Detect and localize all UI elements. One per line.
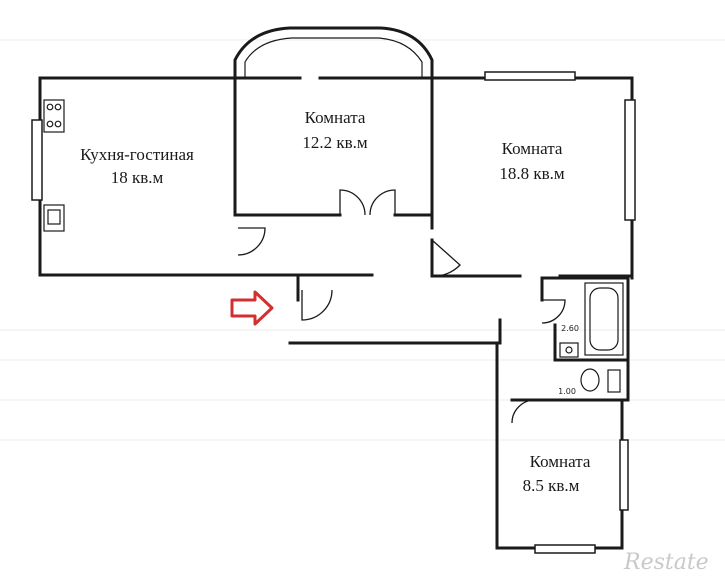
room-area: 18 кв.м: [111, 168, 164, 187]
room-8-5: Комната 8.5 кв.м: [523, 452, 591, 495]
doors: [237, 189, 566, 424]
windows: [31, 71, 636, 554]
toilet-dimension: 1.00: [558, 387, 576, 396]
room-name: Комната: [530, 452, 591, 471]
bay-window: [233, 26, 434, 78]
toilet-icon: [580, 368, 621, 393]
room-name: Комната: [305, 108, 366, 127]
washbasin-icon: [559, 342, 579, 358]
room-name: Кухня-гостиная: [80, 145, 194, 164]
room-12-2: Комната 12.2 кв.м: [302, 108, 368, 152]
room-18-8: Комната 18.8 кв.м: [499, 139, 565, 183]
room-name: Комната: [502, 139, 563, 158]
room-area: 8.5 кв.м: [523, 476, 580, 495]
sink-icon: [43, 204, 65, 232]
background-grid: [0, 39, 725, 441]
stove-icon: [43, 99, 65, 133]
room-area: 12.2 кв.м: [302, 133, 368, 152]
room-kitchen-living: Кухня-гостиная 18 кв.м: [80, 145, 194, 187]
bathtub-icon: [584, 282, 624, 356]
bathroom-dimension: 2.60: [561, 324, 579, 333]
room-area: 18.8 кв.м: [499, 164, 565, 183]
bay-window-inner: [244, 37, 423, 78]
entry-arrow-icon: [230, 290, 274, 326]
watermark: Restate: [623, 550, 709, 575]
